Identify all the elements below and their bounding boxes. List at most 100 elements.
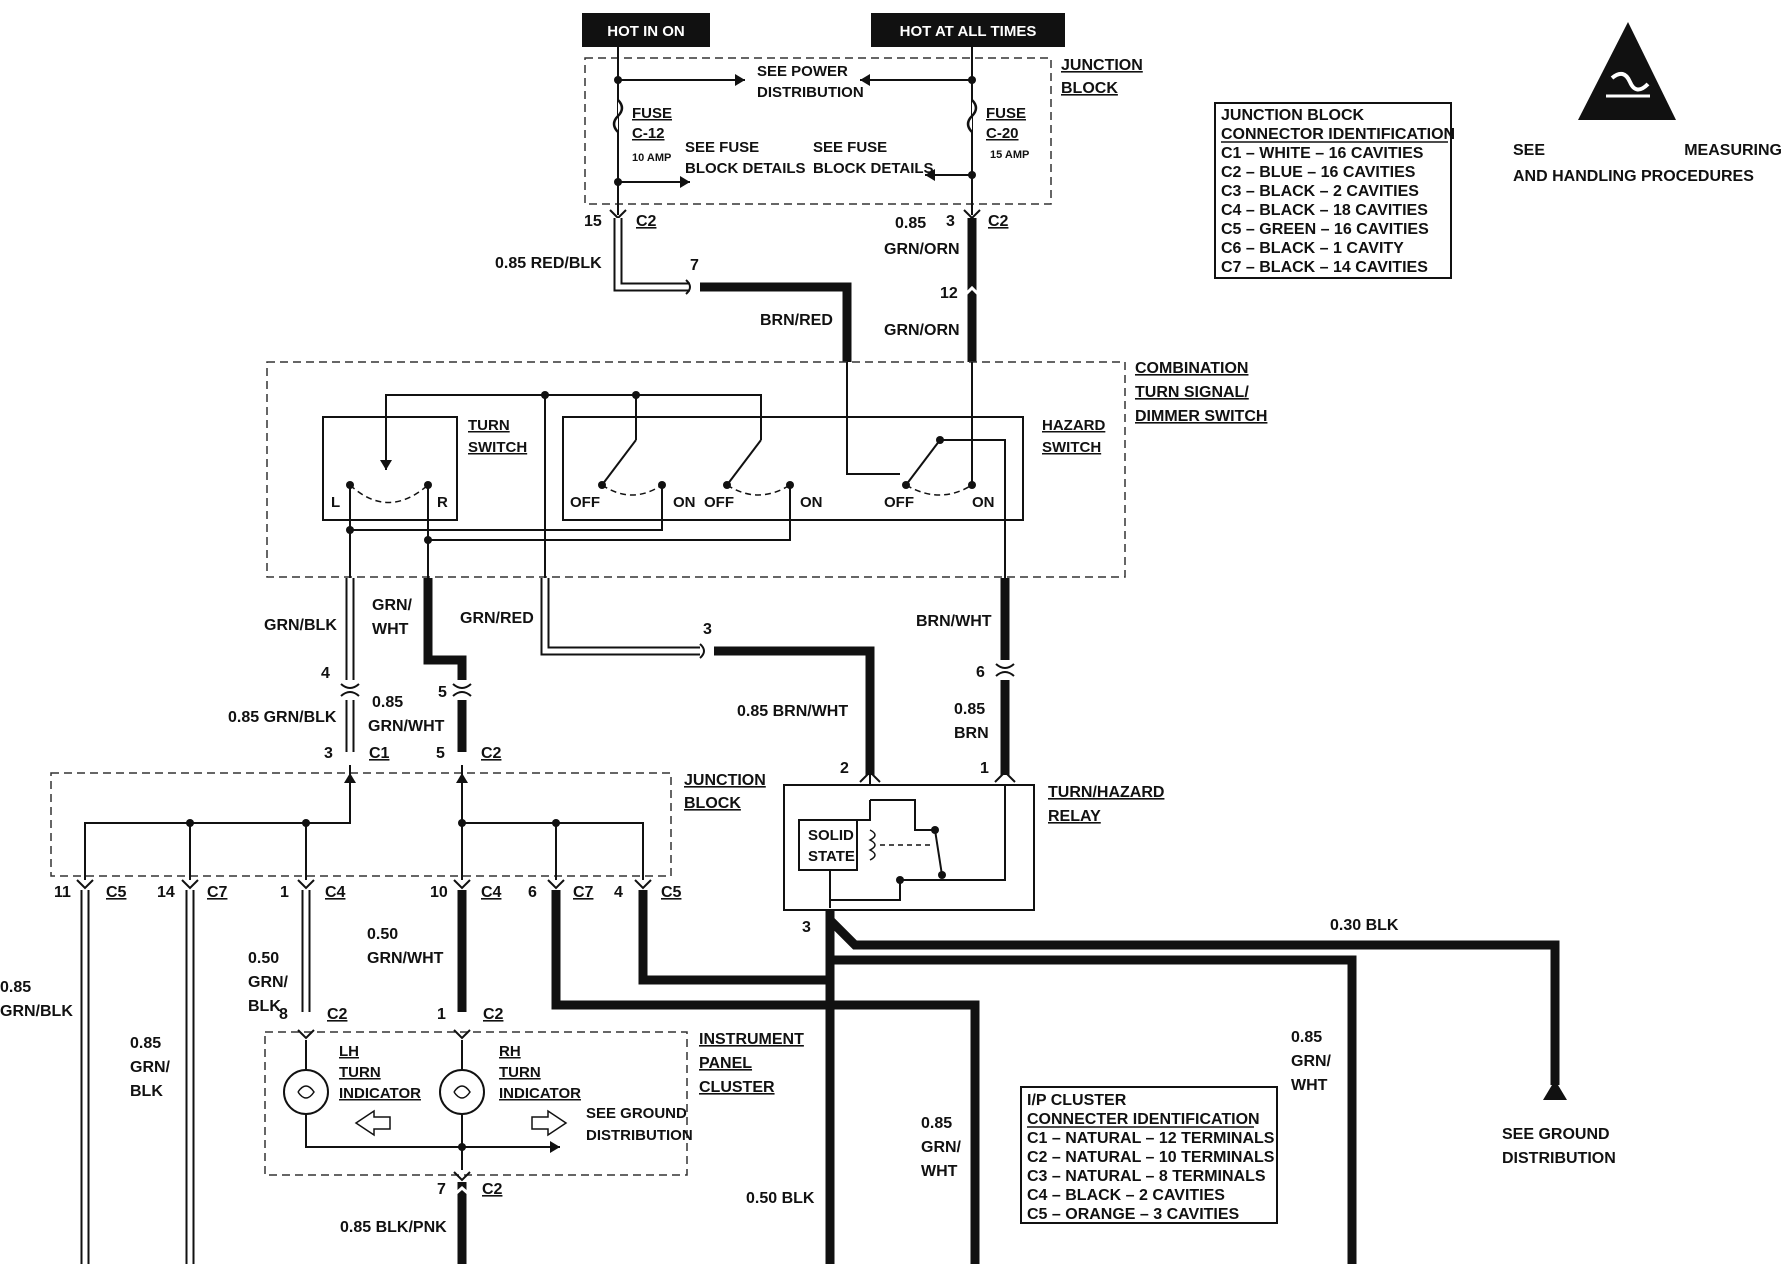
wire-label: WHT (372, 621, 409, 638)
wire-label: BLK (248, 998, 281, 1015)
pin-label: 6 (528, 884, 537, 901)
wire-label: 0.50 (248, 950, 279, 967)
wire-label: GRN/ORN (884, 241, 960, 258)
pin-label: 15 (584, 213, 602, 230)
connector-label: C2 (483, 1006, 504, 1023)
connector-label: C2 (482, 1181, 503, 1198)
rh-indicator-label: RH (499, 1043, 521, 1060)
wire-label: GRN/WHT (367, 950, 444, 967)
wire-label: 0.85 BRN/WHT (737, 703, 848, 720)
connector-label: C5 (661, 884, 682, 901)
switch-pos-on: ON (800, 494, 823, 511)
wire-grn-wht-right (830, 955, 1357, 1264)
junction-block-connector-legend: JUNCTION BLOCK CONNECTOR IDENTIFICATION … (1214, 102, 1455, 279)
combination-switch-title: COMBINATION (1135, 360, 1248, 377)
wire-label: WHT (1291, 1077, 1328, 1094)
left-arrow-icon (354, 1109, 391, 1137)
pin-label: 4 (614, 884, 623, 901)
esd-measuring-text: MEASURING (1684, 142, 1782, 159)
wire-grn-red (540, 578, 700, 656)
connector-label: C7 (207, 884, 228, 901)
pin-label: 11 (54, 884, 71, 901)
pin-label: 7 (690, 257, 699, 274)
pin-label: 3 (703, 621, 712, 638)
rh-turn-indicator-bulb-icon (439, 1069, 485, 1115)
connector-label: C2 (636, 213, 657, 230)
esd-see-text: SEE (1513, 142, 1545, 159)
pin-label: 1 (980, 760, 989, 777)
fuse-c12-label: FUSE (632, 105, 672, 122)
pin-label: 6 (976, 664, 985, 681)
junction-block-top (584, 47, 1052, 215)
junction-block-middle (50, 765, 672, 890)
relay-title: RELAY (1048, 808, 1101, 825)
pin-label: 3 (324, 745, 333, 762)
wire-label: BRN (954, 725, 989, 742)
wire-label: 0.85 (895, 215, 926, 232)
lh-turn-indicator-bulb-icon (283, 1069, 329, 1115)
wire-grn-wht (423, 578, 467, 680)
junction-block-title: BLOCK (1061, 80, 1118, 97)
wire-label: GRN/ (1291, 1053, 1332, 1070)
legend-row: C3 – BLACK – 2 CAVITIES (1221, 183, 1419, 200)
connector-label: C1 (369, 745, 390, 762)
wire-label: 0.85 (372, 694, 403, 711)
wire-label: GRN/ (921, 1139, 962, 1156)
wire-label: GRN/ (130, 1059, 171, 1076)
relay-title: TURN/HAZARD (1048, 784, 1164, 801)
wire-label: 0.85 GRN/BLK (228, 709, 337, 726)
pin-label: 12 (940, 285, 958, 302)
combination-switch-title: DIMMER SWITCH (1135, 408, 1267, 425)
lh-indicator-label: LH (339, 1043, 359, 1060)
see-fuse-left: BLOCK DETAILS (685, 160, 806, 177)
hot-at-all-times-badge (871, 13, 1065, 47)
pin-label: 4 (321, 665, 330, 682)
wire-label: 0.30 BLK (1330, 917, 1399, 934)
legend-row: C2 – BLUE – 16 CAVITIES (1221, 164, 1416, 181)
esd-handling-text: AND HANDLING PROCEDURES (1513, 168, 1754, 185)
connector-label: C5 (106, 884, 127, 901)
pin-label: 14 (157, 884, 175, 901)
legend-row: C5 – ORANGE – 3 CAVITIES (1027, 1206, 1240, 1223)
switch-pos-on: ON (972, 494, 995, 511)
wire-label: GRN/BLK (0, 1003, 73, 1020)
see-ground-text: SEE GROUND (1502, 1126, 1610, 1143)
wire-grn-wht-c5 (638, 890, 830, 985)
switch-pos-off: OFF (704, 494, 734, 511)
legend-row: C2 – NATURAL – 10 TERMINALS (1027, 1149, 1275, 1166)
wire-label: BRN/RED (760, 312, 833, 329)
ip-cluster-connector-legend: I/P CLUSTER CONNECTER IDENTIFICATION C1 … (1020, 1086, 1278, 1224)
fuse-c12-label: C-12 (632, 125, 665, 142)
hot-in-on-label: HOT IN ON (607, 23, 685, 40)
switch-pos-r: R (437, 494, 448, 511)
legend-row: C3 – NATURAL – 8 TERMINALS (1027, 1168, 1266, 1185)
wire-label: BRN/WHT (916, 613, 992, 630)
switch-pos-off: OFF (570, 494, 600, 511)
legend-subtitle: CONNECTER IDENTIFICATION (1027, 1111, 1260, 1128)
legend-row: C6 – BLACK – 1 CAVITY (1221, 240, 1404, 257)
connector-label: C4 (481, 884, 502, 901)
hazard-switch-label: HAZARD (1042, 417, 1105, 434)
see-fuse-right: BLOCK DETAILS (813, 160, 934, 177)
pin-label: 5 (436, 745, 445, 762)
rh-indicator-label: TURN (499, 1064, 541, 1081)
legend-row: C4 – BLACK – 2 CAVITIES (1027, 1187, 1225, 1204)
wire-label: 0.85 (1291, 1029, 1322, 1046)
esd-warning-triangle-icon (1578, 22, 1676, 120)
combination-switch (266, 361, 1126, 578)
legend-row: C5 – GREEN – 16 CAVITIES (1221, 221, 1429, 238)
see-ground-text: DISTRIBUTION (1502, 1150, 1616, 1167)
switch-pos-off: OFF (884, 494, 914, 511)
wire-label: 0.50 BLK (746, 1190, 815, 1207)
junction-block-title: JUNCTION (1061, 57, 1143, 74)
cluster-title: PANEL (699, 1055, 752, 1072)
turn-hazard-relay (783, 770, 1035, 911)
wire-label: 0.50 (367, 926, 398, 943)
wire-grn-wht-c7 (551, 890, 980, 1264)
pin-label: 8 (279, 1006, 288, 1023)
hot-at-all-times-label: HOT AT ALL TIMES (900, 23, 1037, 40)
fuse-c20-label: FUSE (986, 105, 1026, 122)
lh-indicator-label: TURN (339, 1064, 381, 1081)
wire-brn-wht (714, 646, 875, 775)
legend-title: JUNCTION BLOCK (1221, 107, 1365, 124)
